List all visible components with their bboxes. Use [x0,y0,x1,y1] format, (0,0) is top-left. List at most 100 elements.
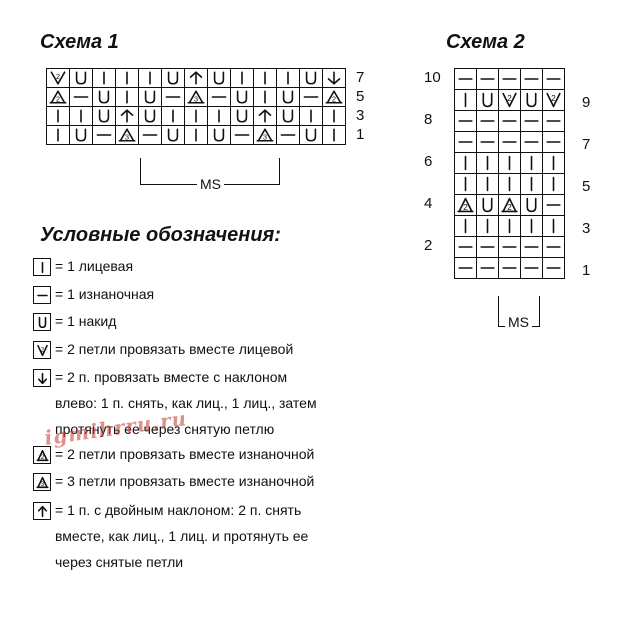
chart-cell [185,69,207,87]
k-symbol-icon [287,71,289,85]
svg-text:2: 2 [332,94,336,103]
row-number-left: 8 [424,111,433,128]
k-symbol-icon [333,128,335,142]
scheme1-grid: 2 2 3 2 3 3 [46,68,346,145]
chart-cell [521,258,542,278]
svg-text:2: 2 [56,72,60,81]
p-symbol-icon [502,78,517,80]
p3tog-symbol-icon: 3 [118,128,136,142]
yo-symbol-icon [213,128,225,142]
k-symbol-icon [126,71,128,85]
chart-cell [499,111,520,131]
chart-cell [162,126,184,144]
chart-cell [455,111,476,131]
legend-item: 2 = 2 петли провязать вместе лицевой [33,341,293,362]
chart-cell [521,195,542,215]
chart-cell [477,258,498,278]
p-symbol-icon [458,246,473,248]
chart-cell [477,216,498,236]
chart-cell [162,69,184,87]
chart-cell [323,69,345,87]
svg-text:3: 3 [125,132,129,141]
chart-cell [521,90,542,110]
legend-symbol [33,313,51,331]
chart-cell [477,69,498,89]
chart-cell [254,88,276,106]
p-symbol-icon [480,246,495,248]
chart-cell [47,126,69,144]
chart-cell [185,126,207,144]
p-symbol-icon [546,204,561,206]
legend-symbol: 2 [33,446,51,464]
scheme2-title: Схема 2 [446,31,525,53]
chart-cell [543,111,564,131]
chart-cell: 3 [116,126,138,144]
yo-symbol-icon [482,197,493,213]
svg-text:2: 2 [507,93,512,103]
p-symbol-icon [458,141,473,143]
p-symbol-icon [280,134,296,136]
yo-symbol-icon [282,109,294,123]
chart-cell [185,107,207,125]
ssk-symbol-icon [327,71,341,85]
legend-text: = 1 лицевая [55,258,134,274]
chart-cell [208,126,230,144]
chart-cell: 2 [543,90,564,110]
chart-cell [543,195,564,215]
chart-cell [455,69,476,89]
k-symbol-icon [195,128,197,142]
p2tog-symbol-icon: 2 [501,197,518,213]
chart-cell [93,107,115,125]
chart-cell [208,88,230,106]
k-symbol-icon [508,176,511,192]
k-symbol-icon [172,109,174,123]
k2tog-purl-v-symbol-icon: 2 [546,92,561,108]
scheme2-grid: 2 2 2 2 [454,68,565,279]
k-symbol-icon [264,71,266,85]
legend-item: 3= 3 петли провязать вместе изнаночной [33,473,314,494]
yo-symbol-icon [144,90,156,104]
chart-cell [455,258,476,278]
svg-text:2: 2 [40,346,44,353]
p3tog-symbol-icon: 3 [35,476,49,488]
k2tog-purl-v-symbol-icon: 2 [36,344,48,356]
k-symbol-icon [57,128,59,142]
k-symbol-icon [218,109,220,123]
p-symbol-icon [480,120,495,122]
p-symbol-icon [165,96,181,98]
k-symbol-icon [264,90,266,104]
chart-cell [139,69,161,87]
chart-cell: 2 [455,195,476,215]
p3tog-symbol-icon: 3 [187,90,205,104]
yo-symbol-icon [482,92,493,108]
chart-cell: 3 [254,126,276,144]
legend-text: = 2 петли провязать вместе лицевой [55,341,294,357]
p2tog-symbol-icon: 2 [49,90,67,104]
legend-symbol [33,258,51,276]
chart-cell [455,90,476,110]
chart-cell [477,195,498,215]
chart-cell [116,69,138,87]
chart-cell [477,111,498,131]
chart-cell [477,90,498,110]
chart-cell [254,69,276,87]
yo-symbol-icon [75,71,87,85]
legend-symbol [33,286,51,304]
chart-cell [231,69,253,87]
dbl-symbol-icon [189,71,203,85]
k-symbol-icon [508,218,511,234]
legend-text: = 2 п. провязать вместе с наклоном влево… [55,369,317,437]
chart-cell [455,132,476,152]
k-symbol-icon [41,261,43,273]
svg-text:3: 3 [194,94,198,103]
chart-cell [499,237,520,257]
k-symbol-icon [552,155,555,171]
chart-cell [70,107,92,125]
row-number-right: 3 [582,220,591,237]
dbl-symbol-icon [258,109,272,123]
yo-symbol-icon [38,316,46,328]
k-symbol-icon [103,71,105,85]
yo-symbol-icon [236,90,248,104]
chart-cell [277,69,299,87]
